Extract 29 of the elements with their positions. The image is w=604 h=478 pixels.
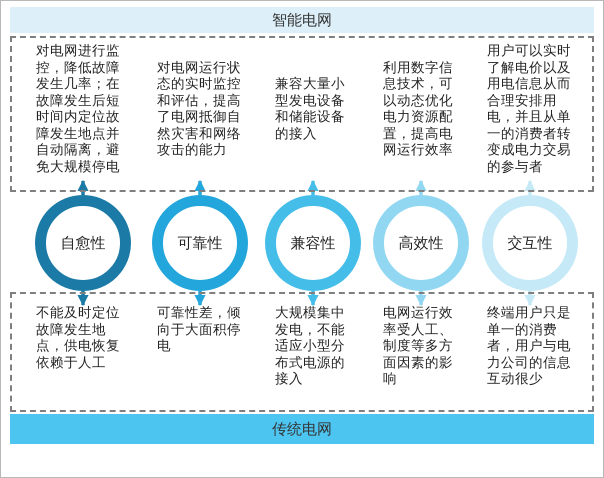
description-text: 电网运行效率受人工、制度等多方面因素的影响 (383, 305, 459, 388)
banner: 智能电网 (10, 7, 594, 33)
arrow (307, 291, 319, 306)
ring-circle: 交互性 (482, 195, 578, 291)
arrow (524, 291, 536, 306)
description-text: 利用数字信息技术，可以动态优化电力资源配置，提高电网运行效率 (383, 60, 459, 158)
arrow (77, 180, 89, 195)
description-text: 终端用户只是单一的消费者，用户与电力公司的信息互动很少 (487, 305, 573, 388)
arrow (194, 291, 206, 306)
arrow (415, 180, 427, 195)
arrow (194, 180, 206, 195)
dashed-frame (10, 36, 594, 192)
banner: 传统电网 (10, 414, 594, 444)
arrow (77, 291, 89, 306)
dashed-frame (10, 292, 594, 412)
ring-circle: 可靠性 (152, 195, 248, 291)
arrow (307, 180, 319, 195)
ring-circle: 高效性 (373, 195, 469, 291)
description-text: 可靠性差，倾向于大面积停电 (157, 305, 243, 354)
description-text: 不能及时定位故障发生地点，供电恢复依赖于人工 (36, 305, 130, 371)
description-text: 兼容大量小型发电设备和储能设备的接入 (275, 76, 351, 142)
description-text: 对电网进行监控，降低故障发生几率；在故障发生后短时间内定位故障发生地点并自动隔离，避免大规模停电 (36, 43, 130, 175)
arrow (415, 291, 427, 306)
ring-circle: 自愈性 (35, 195, 131, 291)
description-text: 用户可以实时了解电价以及用电信息从而合理安排用电，并且从单一的消费者转变成电力交易的参与者 (487, 43, 573, 175)
arrow (524, 180, 536, 195)
ring-circle: 兼容性 (265, 195, 361, 291)
description-text: 对电网运行状态的实时监控和评估，提高了电网抵御自然灾害和网络攻击的能力 (157, 60, 243, 158)
description-text: 大规模集中发电，不能适应小型分布式电源的接入 (275, 305, 351, 388)
